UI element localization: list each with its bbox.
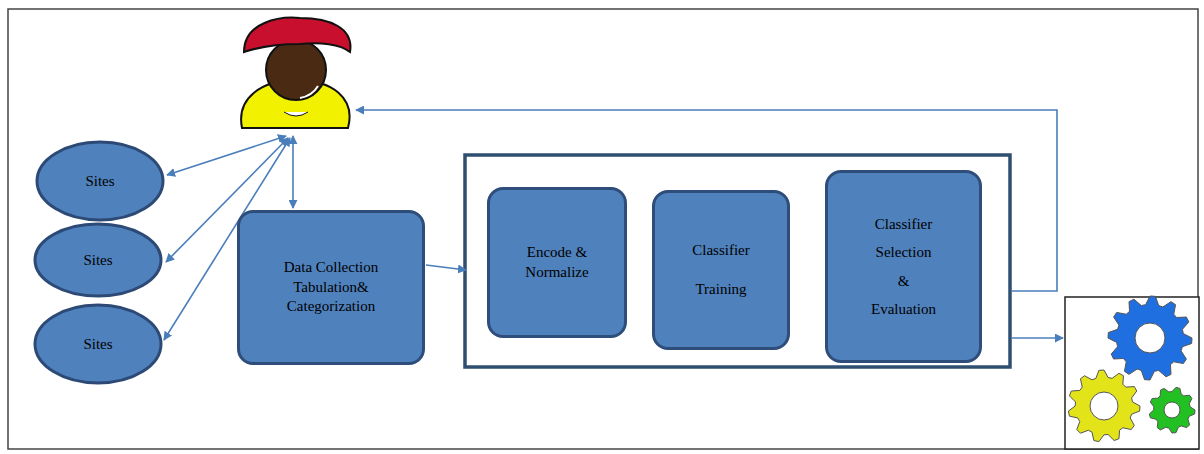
node-label: Classifier Training [692,231,750,309]
process-box: Classifier Selection & Evaluation [825,170,982,363]
user-data-arrow [292,136,294,208]
site-ellipse: Sites [33,222,163,298]
gear [1149,387,1195,433]
node-label: Data Collection Tabulation& Categorizati… [256,258,406,317]
gear-hole [1164,402,1180,418]
ellipse-shape [35,305,161,383]
gear-hole [1090,392,1118,420]
process-box: Data Collection Tabulation& Categorizati… [237,210,425,365]
node-label: Encode & Normalize [525,243,588,282]
node-label: Sites [85,172,114,191]
gear [1068,370,1140,442]
user-site-arrow [167,136,286,175]
process-container [465,155,1010,367]
node-label: Sites [83,335,112,354]
node-label: Classifier Selection & Evaluation [871,210,936,324]
user-face [266,40,326,100]
gear [1108,296,1192,380]
gears-frame [1065,297,1199,449]
frame-border [8,9,1198,449]
site-ellipse: Sites [33,303,163,385]
flow-arrow [426,265,466,270]
user-collar [284,112,308,116]
user-hair [244,18,350,52]
gears-icon [1068,296,1195,442]
user-smile [300,86,318,98]
ellipse-shape [37,142,163,220]
process-box: Classifier Training [652,190,790,350]
site-ellipse: Sites [35,140,165,222]
process-box: Encode & Normalize [487,187,627,338]
output-arrow [1011,337,1063,339]
gear-hole [1135,323,1165,353]
node-label: Sites [83,251,112,270]
ellipse-shape [35,224,161,296]
user-icon [241,18,350,128]
